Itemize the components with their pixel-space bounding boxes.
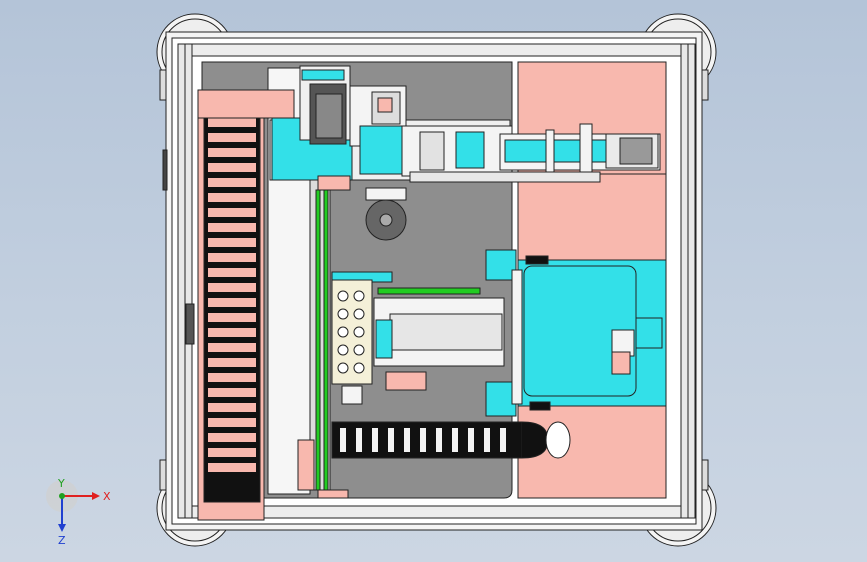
bottom-chain-links [340, 428, 506, 452]
cyan-station [485, 249, 663, 417]
y-axis-label: Y [57, 477, 65, 490]
round-tool [365, 187, 407, 241]
axis-triad: X Y Z [46, 477, 111, 547]
gantry-beam [197, 65, 513, 191]
horizontal-arm [409, 123, 661, 183]
left-chain-links [208, 118, 256, 472]
lower-slide [331, 271, 505, 405]
z-axis-label: Z [58, 534, 66, 547]
bottom-cable-chain [331, 421, 571, 459]
pallet [331, 279, 373, 385]
x-axis-label: X [103, 490, 111, 503]
